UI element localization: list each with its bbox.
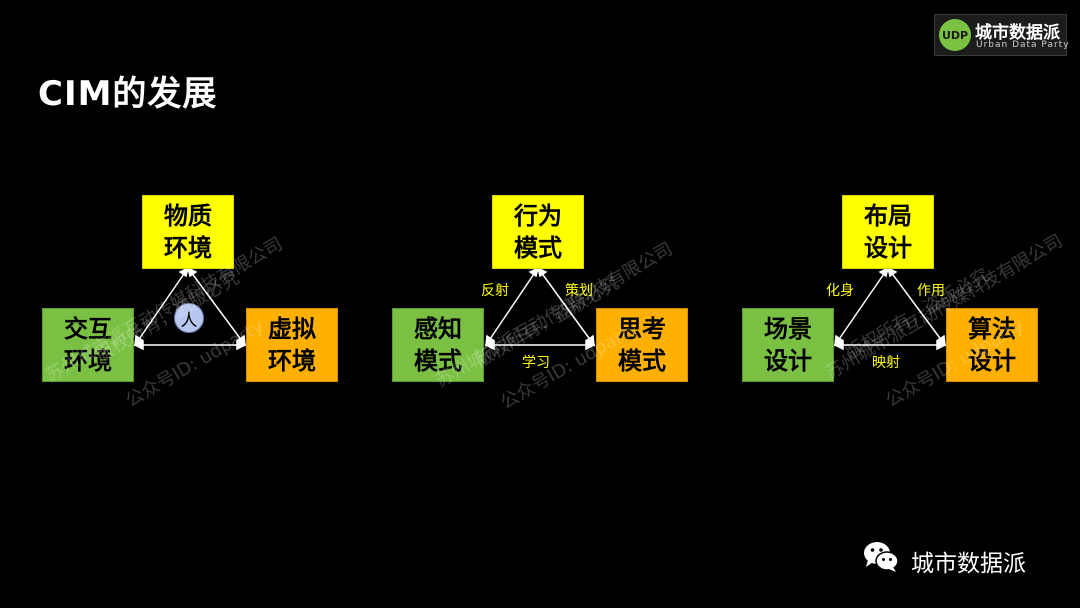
edge-label-reflex: 反射 [481,283,509,299]
box-layout-design: 布局 设计 [842,195,934,269]
box-perception-mode: 感知 模式 [392,308,484,382]
box-behavior-mode: 行为 模式 [492,195,584,269]
box-thinking-mode: 思考 模式 [596,308,688,382]
edge-label-planning: 策划 [565,283,593,299]
box-interaction-environment: 交互 环境 [42,308,134,382]
edge-label-avatar: 化身 [826,283,854,299]
brand-subtitle: Urban Data Party [976,40,1070,50]
edge-label-mapping: 映射 [872,355,900,371]
page-title: CIM的发展 [38,74,218,114]
box-virtual-environment: 虚拟 环境 [246,308,338,382]
box-scene-design: 场景 设计 [742,308,834,382]
edge-label-learning: 学习 [522,355,550,371]
brand-name: 城市数据派 [975,23,1060,43]
person-badge: 人 [174,303,204,333]
edge-label-effect: 作用 [917,283,945,299]
brand-logo: UDP 城市数据派 Urban Data Party [934,14,1070,56]
wechat-account-name: 城市数据派 [911,551,1026,577]
brand-badge-icon: UDP [939,19,971,51]
wechat-icon [864,542,899,572]
box-physical-environment: 物质 环境 [142,195,234,269]
box-algorithm-design: 算法 设计 [946,308,1038,382]
